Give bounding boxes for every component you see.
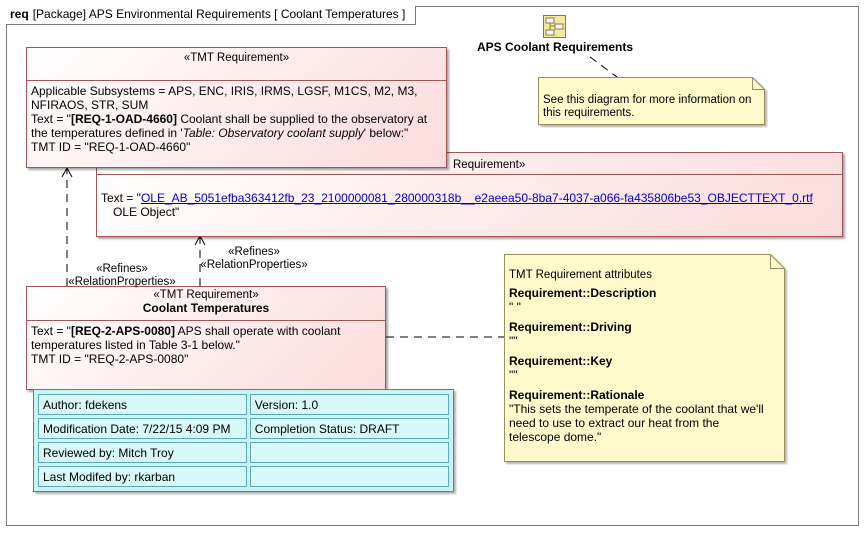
frame-tab: req[Package] APS Environmental Requireme… bbox=[6, 6, 417, 25]
refines-label-left: «Refines» «RelationProperties» bbox=[68, 263, 176, 289]
requirement-stereotype: Requirement» bbox=[453, 159, 526, 171]
refines-stereotype: «Refines» bbox=[228, 246, 280, 258]
diagram-reference-label[interactable]: APS Coolant Requirements bbox=[476, 40, 634, 54]
applicable-subsystems: Applicable Subsystems = APS, ENC, IRIS, … bbox=[31, 84, 418, 112]
text-prefix: Text = " bbox=[101, 191, 141, 205]
attr-description-value: " " bbox=[509, 300, 521, 314]
author-cell: Author: fdekens bbox=[38, 394, 247, 415]
diagram-frame bbox=[6, 6, 859, 526]
attr-key-value: "" bbox=[509, 368, 518, 382]
note-shape bbox=[538, 77, 765, 125]
requirement-id: [REQ-1-OAD-4660] bbox=[70, 112, 177, 126]
relation-properties-stereotype: «RelationProperties» bbox=[200, 259, 308, 271]
last-modified-cell: Last Modifed by: rkarban bbox=[38, 466, 247, 487]
text-body: APS shall operate with coolant temperatu… bbox=[31, 324, 341, 352]
attr-rationale-key: Requirement::Rationale bbox=[509, 388, 645, 402]
empty-cell bbox=[249, 466, 449, 487]
diagram-icon-graphic bbox=[543, 15, 566, 38]
text-body: Coolant shall be supplied to the observa… bbox=[31, 112, 428, 140]
frame-title: [Package] APS Environmental Requirements… bbox=[32, 7, 406, 21]
requirement-coolant-temperatures[interactable]: «TMT Requirement» Coolant Temperatures T… bbox=[26, 286, 386, 390]
document-info-table: Author: fdekens Version: 1.0 Modificatio… bbox=[33, 389, 454, 492]
requirement-text: Text = "[REQ-1-OAD-4660] Coolant shall b… bbox=[31, 112, 442, 140]
requirement-stereotype: «TMT Requirement» bbox=[153, 289, 259, 301]
note-diagram-info[interactable]: See this diagram for more information on… bbox=[538, 77, 765, 125]
attr-key-key: Requirement::Key bbox=[509, 354, 613, 368]
note-content: TMT Requirement attributes Requirement::… bbox=[504, 254, 785, 448]
requirement-stereotype: «TMT Requirement» bbox=[183, 52, 290, 64]
empty-cell bbox=[249, 442, 449, 463]
note-text: See this diagram for more information on… bbox=[543, 94, 752, 119]
diagram-icon[interactable] bbox=[543, 15, 567, 39]
note-anchor-diagram[interactable] bbox=[589, 56, 618, 78]
reviewed-by-cell: Reviewed by: Mitch Troy bbox=[38, 442, 247, 463]
requirement-oad-4660[interactable]: «TMT Requirement» Applicable Subsystems … bbox=[26, 47, 447, 168]
attr-driving-value: "" bbox=[509, 334, 518, 348]
text-prefix: Text = " bbox=[31, 112, 71, 126]
attr-description-key: Requirement::Description bbox=[509, 286, 657, 300]
modification-date-cell: Modification Date: 7/22/15 4:09 PM bbox=[38, 418, 247, 439]
text-prefix: Text = " bbox=[31, 324, 71, 338]
refines-label-right: «Refines» «RelationProperties» bbox=[200, 246, 308, 272]
attr-rationale-value: "This sets the temperate of the coolant … bbox=[509, 402, 764, 444]
refines-arrowhead-left bbox=[61, 166, 73, 178]
ole-link[interactable]: OLE_AB_5051efba363412fb_23_2100000081_28… bbox=[140, 191, 813, 205]
tmt-id: TMT ID = "REQ-1-OAD-4660" bbox=[31, 140, 191, 154]
note-title: TMT Requirement attributes bbox=[509, 269, 652, 281]
ole-object-text: OLE Object" bbox=[113, 205, 180, 219]
relation-properties-stereotype: «RelationProperties» bbox=[68, 276, 176, 288]
note-tmt-attributes[interactable]: TMT Requirement attributes Requirement::… bbox=[504, 254, 785, 462]
requirement-id: [REQ-2-APS-0080] bbox=[70, 324, 175, 338]
refines-stereotype: «Refines» bbox=[96, 263, 148, 275]
requirement-name: Coolant Temperatures bbox=[142, 301, 270, 315]
text-suffix: ' below:" bbox=[363, 126, 409, 140]
completion-status-cell: Completion Status: DRAFT bbox=[249, 418, 449, 439]
tmt-id: TMT ID = "REQ-2-APS-0080" bbox=[31, 352, 189, 366]
frame-keyword: req bbox=[10, 7, 29, 21]
requirement-text: Text = "[REQ-2-APS-0080] APS shall opera… bbox=[31, 324, 381, 352]
version-cell: Version: 1.0 bbox=[249, 394, 449, 415]
note-shape bbox=[504, 254, 785, 462]
table-reference: Table: Observatory coolant supply bbox=[182, 126, 364, 140]
attr-driving-key: Requirement::Driving bbox=[509, 320, 632, 334]
